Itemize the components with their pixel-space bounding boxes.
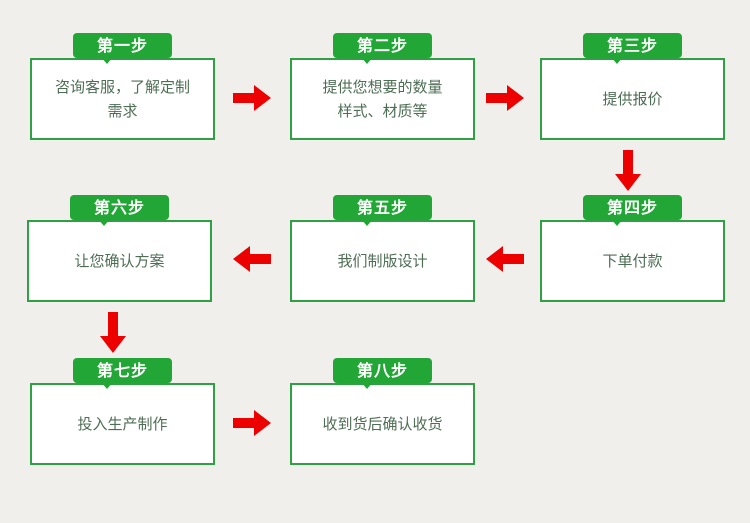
arrow-left-step4-step5 <box>486 246 524 272</box>
step-5: 第五步 我们制版设计 <box>290 195 475 302</box>
arrow-down-step3-step4 <box>615 150 641 192</box>
arrow-right-step7-step8 <box>233 410 271 436</box>
step-7-box: 投入生产制作 <box>30 383 215 465</box>
step-7-label-bubble: 第七步 <box>72 358 172 389</box>
step-8-box: 收到货后确认收货 <box>290 383 475 465</box>
step-6: 第六步 让您确认方案 <box>27 195 212 302</box>
step-7: 第七步 投入生产制作 <box>30 358 215 465</box>
step-3-label-bubble: 第三步 <box>582 33 682 64</box>
step-2: 第二步 提供您想要的数量 样式、材质等 <box>290 33 475 140</box>
step-1-box: 咨询客服，了解定制 需求 <box>30 58 215 140</box>
step-6-box: 让您确认方案 <box>27 220 212 302</box>
step-8: 第八步 收到货后确认收货 <box>290 358 475 465</box>
step-6-label-bubble: 第六步 <box>69 195 169 226</box>
arrow-left-step5-step6 <box>233 246 271 272</box>
step-1: 第一步 咨询客服，了解定制 需求 <box>30 33 215 140</box>
arrow-down-step6-step7 <box>100 312 126 354</box>
step-3-box: 提供报价 <box>540 58 725 140</box>
step-4-label-bubble: 第四步 <box>582 195 682 226</box>
step-1-label-bubble: 第一步 <box>72 33 172 64</box>
step-5-box: 我们制版设计 <box>290 220 475 302</box>
step-2-box: 提供您想要的数量 样式、材质等 <box>290 58 475 140</box>
step-4-box: 下单付款 <box>540 220 725 302</box>
step-2-label-bubble: 第二步 <box>332 33 432 64</box>
step-3: 第三步 提供报价 <box>540 33 725 140</box>
arrow-right-step2-step3 <box>486 85 524 111</box>
step-5-label-bubble: 第五步 <box>332 195 432 226</box>
arrow-right-step1-step2 <box>233 85 271 111</box>
step-8-label-bubble: 第八步 <box>332 358 432 389</box>
step-4: 第四步 下单付款 <box>540 195 725 302</box>
